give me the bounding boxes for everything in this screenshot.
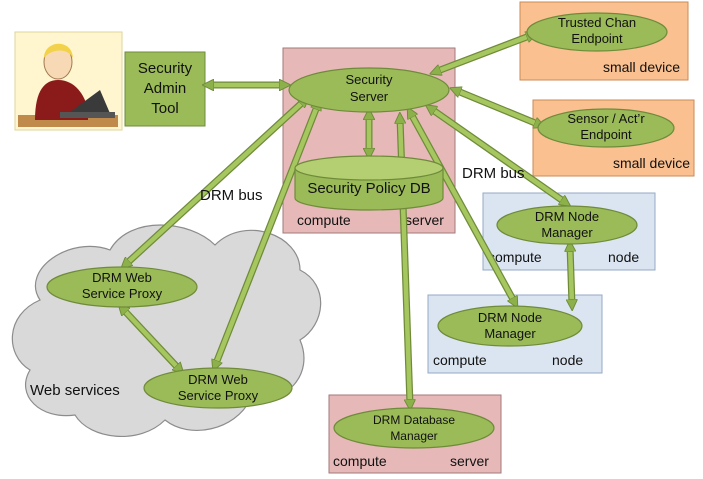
svg-text:small device: small device [603,59,680,75]
svg-text:node: node [552,352,583,368]
svg-text:Service Proxy: Service Proxy [178,388,259,403]
svg-text:compute: compute [297,212,351,228]
trusted-chan-endpoint-ellipse: Trusted Chan Endpoint [526,12,668,52]
svg-text:Manager: Manager [484,326,536,341]
svg-text:compute: compute [433,352,487,368]
svg-text:DRM Web: DRM Web [188,372,248,387]
svg-text:Tool: Tool [151,100,179,117]
svg-text:Service Proxy: Service Proxy [82,286,163,301]
arrow-server-to-proxy-2 [215,104,318,366]
web-services-cloud: Web services [11,224,322,438]
security-policy-db: Security Policy DB [294,155,444,211]
svg-text:small device: small device [613,155,690,171]
svg-text:DRM Node: DRM Node [535,209,599,224]
svg-text:Security: Security [346,72,393,87]
svg-text:Endpoint: Endpoint [571,31,623,46]
drm-node-manager-1-ellipse: DRM Node Manager [496,205,638,245]
drm-web-service-proxy-1-ellipse: DRM Web Service Proxy [46,266,198,308]
svg-text:Endpoint: Endpoint [580,127,632,142]
svg-text:server: server [450,453,489,469]
svg-text:Trusted Chan: Trusted Chan [558,15,636,30]
svg-text:Server: Server [350,89,389,104]
sensor-endpoint-ellipse: Sensor / Act’r Endpoint [537,108,675,148]
web-services-label: Web services [30,382,120,399]
svg-text:Security: Security [138,60,193,77]
svg-text:server: server [405,212,444,228]
arrow-proxy-1-to-proxy-2 [122,308,180,370]
arrow-server-to-sensor [455,90,540,125]
svg-text:compute: compute [333,453,387,469]
arrow-server-to-node-2 [410,112,515,303]
svg-text:node: node [608,249,639,265]
svg-text:Admin: Admin [144,80,187,97]
drm-web-service-proxy-2-ellipse: DRM Web Service Proxy [143,367,293,409]
drm-bus-label-left: DRM bus [200,187,263,204]
drm-bus-label-right: DRM bus [462,165,525,182]
drm-node-manager-2-ellipse: DRM Node Manager [437,305,583,347]
admin-person-illustration [14,31,123,131]
arrow-node-1-to-node-2 [570,246,572,305]
svg-text:Security Policy DB: Security Policy DB [307,180,430,197]
arrow-server-to-trusted-chan [435,35,532,72]
security-admin-tool-box: Security Admin Tool [124,51,206,127]
drm-database-manager-ellipse: DRM Database Manager [333,407,495,449]
security-server-ellipse: Security Server [288,67,450,113]
svg-text:DRM Web: DRM Web [92,270,152,285]
svg-text:Manager: Manager [541,225,593,240]
svg-text:Sensor / Act’r: Sensor / Act’r [567,111,645,126]
svg-text:Manager: Manager [390,429,437,443]
svg-text:DRM Node: DRM Node [478,310,542,325]
svg-text:DRM Database: DRM Database [373,413,455,427]
